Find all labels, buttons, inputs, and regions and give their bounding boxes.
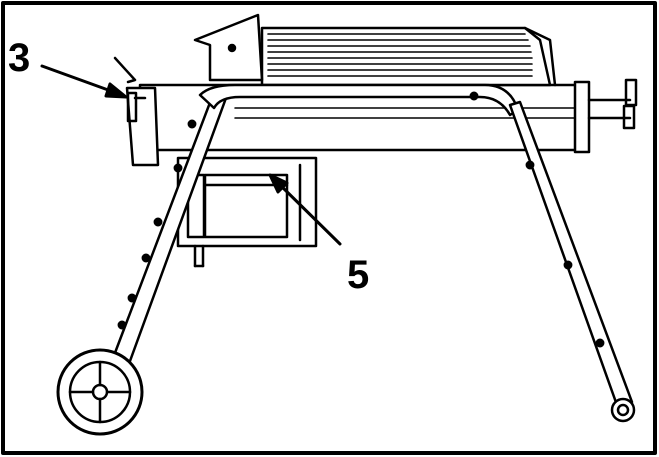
callout-label-3: 3: [8, 36, 31, 80]
rear-leg: [508, 100, 636, 423]
callout-3-arrow: [40, 64, 128, 99]
hydraulic-cylinder: [260, 26, 557, 87]
electric-motor: [176, 156, 318, 268]
splitting-wedge: [193, 13, 264, 82]
callout-label-5: 5: [347, 253, 370, 297]
callout-5-arrow: [268, 173, 342, 246]
wheel: [56, 348, 144, 436]
control-handle: [113, 56, 160, 167]
frame-arch: [198, 83, 520, 117]
